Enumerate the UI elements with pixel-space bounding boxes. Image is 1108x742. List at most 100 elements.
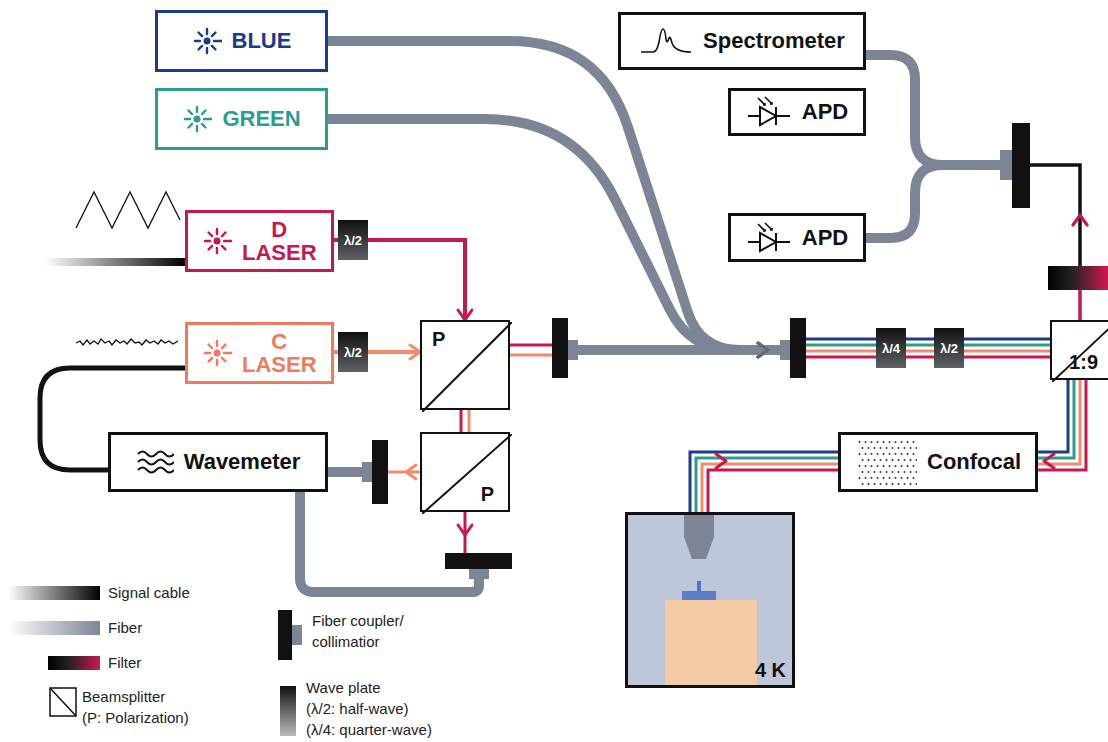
arrow-head bbox=[1073, 215, 1087, 225]
fiber bbox=[328, 467, 362, 477]
legend-text: (λ/4: quarter-wave) bbox=[306, 720, 432, 740]
beam-path bbox=[866, 165, 1087, 320]
fiber bbox=[866, 165, 1000, 238]
laser-box: C LASER bbox=[185, 322, 334, 384]
beam-line bbox=[1038, 380, 1086, 470]
detector-box: APD bbox=[728, 213, 866, 262]
beam-line bbox=[690, 452, 838, 512]
c-laser-noise bbox=[76, 339, 178, 345]
beam-line bbox=[510, 344, 552, 347]
polarizing-beamsplitter: P bbox=[420, 320, 510, 410]
laser-icon bbox=[202, 226, 232, 256]
beam-line bbox=[702, 464, 838, 512]
fiber-coupler bbox=[552, 318, 578, 378]
filter bbox=[1048, 266, 1108, 290]
arrow-head bbox=[458, 525, 472, 535]
arrow-head bbox=[758, 343, 768, 357]
beam-path bbox=[368, 345, 420, 359]
arrow-head bbox=[716, 454, 726, 468]
light-source-box: GREEN bbox=[155, 88, 328, 150]
beam-line bbox=[906, 338, 934, 341]
wave-icon bbox=[136, 448, 174, 476]
laser-icon bbox=[192, 26, 222, 56]
beam-path bbox=[328, 41, 876, 357]
node-label: D LASER bbox=[242, 218, 317, 264]
beam-line bbox=[1030, 165, 1080, 266]
legend-text: (P: Polarization) bbox=[82, 708, 189, 728]
legend-text: Signal cable bbox=[108, 583, 190, 603]
light-source-box: BLUE bbox=[155, 10, 328, 72]
node-label: λ/4 bbox=[882, 341, 900, 356]
confocal-dots-icon bbox=[855, 439, 917, 485]
arrow-head bbox=[406, 465, 416, 479]
beam-line bbox=[388, 471, 420, 474]
cryostat: 4 K bbox=[625, 512, 795, 688]
laser-icon bbox=[182, 104, 212, 134]
fiber-coupler bbox=[445, 553, 512, 579]
beam-line bbox=[368, 240, 465, 320]
wave-plate: λ/4 bbox=[876, 328, 906, 368]
arrow-head bbox=[1044, 454, 1054, 468]
beam-line bbox=[806, 350, 876, 353]
beam-line bbox=[906, 344, 934, 347]
fiber-coupler bbox=[362, 440, 388, 504]
beam-line bbox=[1038, 380, 1080, 464]
node-label: P bbox=[432, 328, 445, 351]
wave-plate: λ/2 bbox=[338, 332, 368, 372]
d-laser-signal bbox=[45, 192, 185, 266]
legend-text: Wave plate bbox=[306, 678, 380, 698]
legend-text: collimatior bbox=[312, 632, 380, 652]
wave-plate: λ/2 bbox=[934, 328, 964, 368]
fiber-coupler bbox=[780, 318, 806, 378]
beam-line bbox=[906, 356, 934, 359]
node-label: APD bbox=[802, 225, 848, 251]
beam-line bbox=[964, 356, 1050, 359]
beam-line bbox=[368, 350, 420, 354]
beam-path bbox=[461, 410, 469, 432]
node-label: APD bbox=[802, 99, 848, 125]
legend-text: Filter bbox=[108, 653, 141, 673]
beam-path bbox=[690, 452, 838, 512]
beam-line bbox=[708, 470, 838, 512]
beam-line bbox=[964, 344, 1050, 347]
node-label: P bbox=[481, 483, 494, 506]
node-label: 1:9 bbox=[1069, 351, 1098, 374]
node-label: GREEN bbox=[222, 106, 300, 132]
beam-path bbox=[1038, 380, 1086, 470]
wave-plate: λ/2 bbox=[338, 220, 368, 260]
beam-line bbox=[964, 338, 1050, 341]
fiber-coupler bbox=[1000, 123, 1030, 208]
spectrum-icon bbox=[639, 26, 693, 56]
node-label: Confocal bbox=[927, 449, 1021, 475]
beam-line bbox=[1079, 290, 1082, 320]
legend-text: Fiber bbox=[108, 618, 142, 638]
beam-line bbox=[806, 344, 876, 347]
fiber bbox=[328, 119, 780, 350]
beam-line bbox=[468, 410, 471, 432]
beam-line bbox=[460, 410, 463, 432]
laser-icon bbox=[202, 338, 232, 368]
node-label: Spectrometer bbox=[703, 28, 845, 54]
legend-text: (λ/2: half-wave) bbox=[306, 699, 409, 719]
node-label: C LASER bbox=[242, 330, 317, 376]
beam-line bbox=[906, 350, 934, 353]
beam-line bbox=[1038, 380, 1074, 458]
node-label: BLUE bbox=[232, 28, 292, 54]
beam-line bbox=[1079, 290, 1082, 320]
beam-path bbox=[964, 339, 1050, 357]
polarizing-beamsplitter: P bbox=[420, 432, 510, 512]
photodiode-icon bbox=[746, 96, 792, 128]
instrument-box: Wavemeter bbox=[108, 432, 328, 492]
arrow-head bbox=[410, 345, 420, 359]
legend-text: Beamsplitter bbox=[82, 687, 165, 707]
beam-line bbox=[510, 354, 552, 357]
splitter-diagonal bbox=[422, 434, 512, 514]
node-label: Wavemeter bbox=[184, 449, 301, 475]
instrument-box: Spectrometer bbox=[618, 12, 866, 70]
beam-path bbox=[906, 339, 934, 357]
beam-line bbox=[1038, 380, 1068, 452]
fiber bbox=[328, 41, 780, 350]
legend-samples bbox=[8, 586, 302, 736]
legend-text: Fiber coupler/ bbox=[312, 611, 404, 631]
beam-line bbox=[806, 338, 876, 341]
